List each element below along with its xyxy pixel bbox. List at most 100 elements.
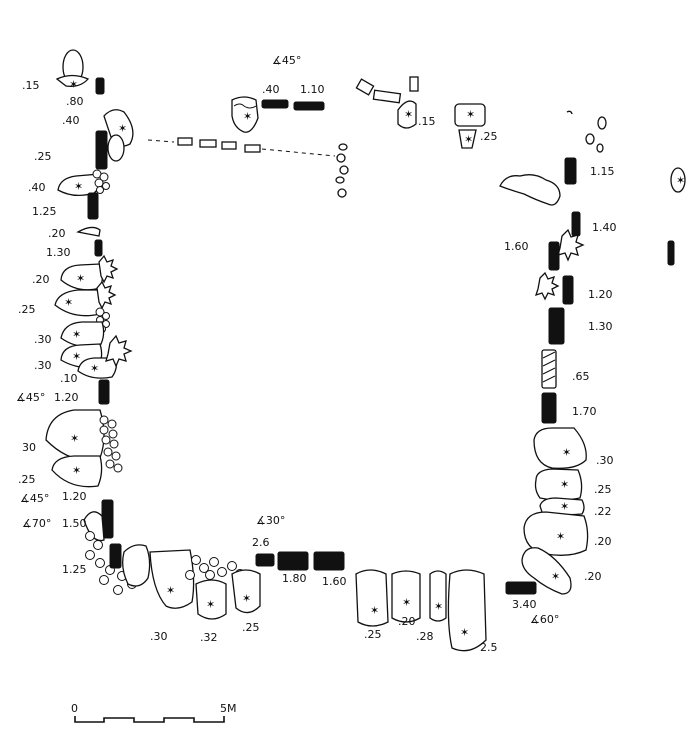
stone-outline [521, 547, 572, 595]
stone-solid [109, 543, 122, 569]
star-stone [98, 254, 119, 284]
scale-start-label: 0 [71, 702, 78, 715]
stone-hatched [409, 76, 419, 92]
label: .20 [32, 273, 50, 286]
packing-stones [99, 415, 123, 473]
svg-text:✶: ✶ [551, 570, 560, 583]
stone-solid [541, 392, 557, 424]
label: .25 [594, 483, 612, 496]
svg-text:✶: ✶ [676, 174, 685, 187]
label: .65 [572, 370, 590, 383]
stone-hatched [372, 89, 402, 104]
stone-solid [95, 130, 108, 170]
svg-text:✶: ✶ [72, 328, 81, 341]
stone-outline [122, 544, 151, 587]
label: 1.70 [572, 405, 597, 418]
label: ∡30° [256, 514, 285, 527]
stone-markers: ✶ ✶ ✶ ✶ ✶ ✶ ✶ ✶ ✶ ✶ ✶ ✶ ✶ ✶ ✶ ✶ ✶ ✶ ✶ ✶ … [64, 78, 685, 639]
stone-hatched [355, 78, 375, 96]
label: .20 [398, 615, 416, 628]
label: 1.20 [588, 288, 613, 301]
svg-text:✶: ✶ [243, 110, 252, 123]
label: .40 [262, 83, 280, 96]
label: ∡45° [272, 54, 301, 67]
label: ∡70° [22, 517, 51, 530]
stone-solid [87, 192, 99, 220]
label: .25 [480, 130, 498, 143]
stone-outline [596, 143, 604, 153]
svg-text:✶: ✶ [72, 350, 81, 363]
label: 1.15 [590, 165, 615, 178]
svg-text:✶: ✶ [242, 592, 251, 605]
label: .28 [416, 630, 434, 643]
stone-solid [548, 241, 560, 271]
label: .40 [62, 114, 80, 127]
packing-stones [92, 169, 110, 194]
stone-outline [51, 455, 103, 488]
stone-outline [55, 74, 90, 87]
star-stone [534, 271, 560, 301]
label: 1.60 [322, 575, 347, 588]
north-side-stones [147, 76, 486, 198]
scale-end-label: 5M [220, 702, 237, 715]
label: 3.40 [512, 598, 537, 611]
label: .80 [66, 95, 84, 108]
label: .30 [34, 359, 52, 372]
label: .25 [34, 150, 52, 163]
stone-solid [95, 77, 105, 95]
stone-outline [149, 549, 195, 609]
svg-text:✶: ✶ [166, 584, 175, 597]
label: .15 [418, 115, 436, 128]
stone-outline [597, 116, 607, 130]
stone-outline [76, 226, 101, 237]
stone-outline [231, 569, 261, 614]
east-side-stones [499, 110, 686, 595]
stone-outline [107, 134, 125, 162]
label: .10 [60, 372, 78, 385]
stone-outline [355, 569, 389, 627]
label: ∡60° [530, 613, 559, 626]
stone-outline [533, 427, 587, 469]
stone-solid [255, 553, 275, 567]
stone-solid [94, 239, 103, 257]
svg-text:✶: ✶ [434, 600, 443, 613]
label: .15 [22, 79, 40, 92]
label: 1.60 [504, 240, 529, 253]
stone-solid [293, 101, 325, 111]
svg-text:✶: ✶ [460, 626, 469, 639]
label: .32 [200, 631, 218, 644]
stone-fragment [566, 110, 573, 115]
south-side-stones [122, 544, 537, 652]
svg-text:✶: ✶ [556, 530, 565, 543]
packing-stones [185, 555, 245, 580]
label: .25 [18, 473, 36, 486]
stone-outline [585, 133, 595, 145]
svg-text:✶: ✶ [118, 122, 127, 135]
stone-outline [397, 100, 417, 129]
label: 1.10 [300, 83, 325, 96]
stone-outline [195, 579, 227, 620]
stone-outline [447, 569, 487, 652]
label: 1.25 [32, 205, 57, 218]
label: ∡45° [20, 492, 49, 505]
label: .40 [28, 181, 46, 194]
star-stone [105, 334, 133, 368]
stone-solid [564, 157, 577, 185]
stone-outline [454, 103, 486, 127]
label: 1.80 [282, 572, 307, 585]
label: 1.40 [592, 221, 617, 234]
stone-outline [231, 96, 259, 133]
svg-text:✶: ✶ [69, 78, 78, 91]
svg-text:✶: ✶ [560, 500, 569, 513]
label: .25 [18, 303, 36, 316]
label: .25 [364, 628, 382, 641]
label: 30 [22, 441, 36, 454]
stone-solid [277, 551, 309, 571]
measurement-labels: .15 .80 .40 .25 .40 1.25 .20 1.30 .20 .2… [16, 54, 617, 654]
label: 1.30 [46, 246, 71, 259]
stone-solid [548, 307, 565, 345]
label: 1.50 [62, 517, 87, 530]
label: .30 [150, 630, 168, 643]
stone-solid [313, 551, 345, 571]
svg-text:✶: ✶ [370, 604, 379, 617]
